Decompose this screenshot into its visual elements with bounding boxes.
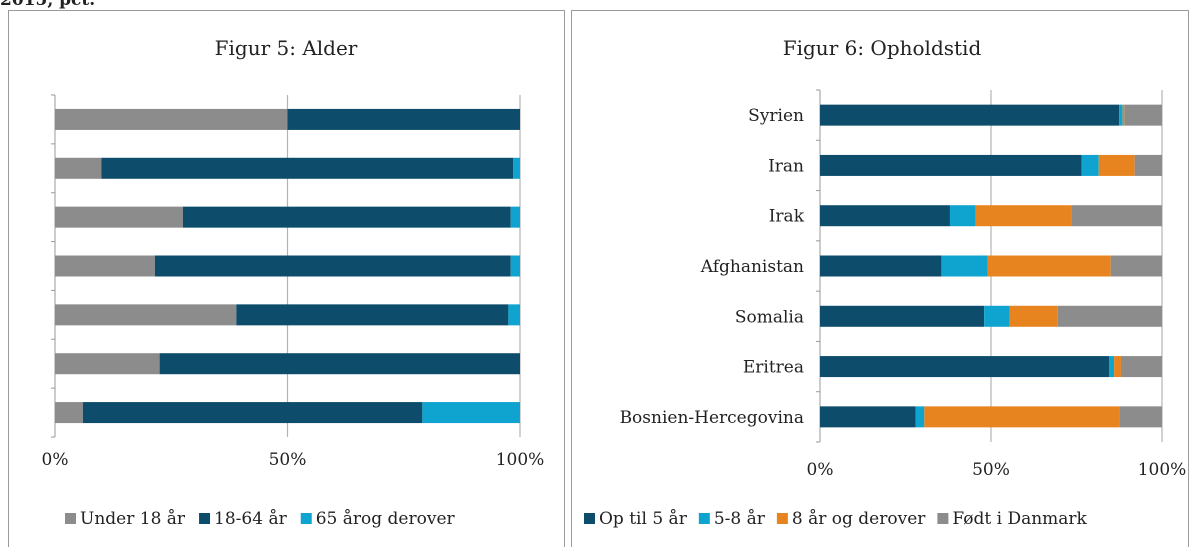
bar-segment bbox=[820, 305, 985, 327]
category-label: Afghanistan bbox=[700, 257, 804, 277]
bar-segment bbox=[287, 108, 520, 130]
legend-label: Op til 5 år bbox=[599, 509, 688, 529]
x-tick-label: 0% bbox=[42, 450, 69, 470]
legend-swatch bbox=[698, 513, 710, 524]
chart-age: Figur 5: Alder 0% 50% 100% Under 18 år 18-64 … bbox=[42, 36, 545, 529]
bar-segment bbox=[1122, 104, 1125, 126]
bar-segment bbox=[508, 304, 520, 326]
legend-swatch bbox=[65, 513, 76, 524]
chart-title: Figur 6: Opholdstid bbox=[783, 36, 982, 60]
bar-segment bbox=[1098, 154, 1135, 176]
x-tick-label: 50% bbox=[972, 460, 1010, 480]
legend-swatch bbox=[199, 513, 211, 524]
x-tick-label: 100% bbox=[496, 450, 545, 470]
chart-panel-age: Figur 5: Alder 0% 50% 100% Under 18 år 18-64 … bbox=[8, 10, 565, 547]
bar-segment bbox=[1110, 255, 1162, 277]
bar-segment bbox=[924, 406, 1120, 428]
bar-segment bbox=[1120, 356, 1162, 378]
bar-segment bbox=[513, 157, 520, 179]
category-label: Syrien bbox=[748, 106, 804, 126]
legend-swatch bbox=[776, 513, 788, 524]
bar-segment bbox=[1134, 154, 1162, 176]
legend-label: Under 18 år bbox=[80, 509, 186, 529]
bar-segment bbox=[820, 356, 1109, 378]
category-label: Iran bbox=[768, 156, 804, 176]
bar-segment bbox=[975, 205, 1072, 227]
bar-segment bbox=[1009, 305, 1058, 327]
bar-segment bbox=[820, 406, 916, 428]
bar-segment bbox=[55, 157, 102, 179]
bar-segment bbox=[55, 353, 160, 375]
bar-segment bbox=[984, 305, 1010, 327]
page-header-fragment: 2015, pct. bbox=[0, 0, 96, 10]
bar-segment bbox=[820, 154, 1082, 176]
bar-segment bbox=[101, 157, 514, 179]
bar-segment bbox=[915, 406, 925, 428]
bar-segment bbox=[236, 304, 509, 326]
bar-segment bbox=[1108, 356, 1115, 378]
category-label: Irak bbox=[769, 207, 805, 227]
bar-segment bbox=[55, 402, 83, 424]
category-label: Bosnien-Hercegovina bbox=[620, 408, 804, 428]
bar-segment bbox=[820, 104, 1120, 126]
bar-segment bbox=[1081, 154, 1099, 176]
bar-segment bbox=[510, 255, 520, 277]
bar-segment bbox=[82, 402, 423, 424]
bar-segment bbox=[55, 108, 288, 130]
x-tick-label: 100% bbox=[1138, 460, 1187, 480]
bar-segment bbox=[55, 255, 155, 277]
category-label: Eritrea bbox=[743, 358, 804, 378]
legend-swatch bbox=[300, 513, 312, 524]
legend-label: 18-64 år bbox=[214, 509, 288, 529]
bar-segment bbox=[182, 206, 511, 228]
bar-segment bbox=[1071, 205, 1162, 227]
bar-segment bbox=[949, 205, 976, 227]
bar-segment bbox=[154, 255, 511, 277]
bar-segment bbox=[941, 255, 988, 277]
bar-segment bbox=[1119, 406, 1162, 428]
bar-segment bbox=[55, 206, 183, 228]
category-label: Somalia bbox=[735, 307, 804, 327]
bar-segment bbox=[1057, 305, 1162, 327]
bar-segment bbox=[1114, 356, 1121, 378]
bar-segment bbox=[422, 402, 520, 424]
legend-label: 8 år og derover bbox=[792, 509, 926, 529]
bar-segment bbox=[510, 206, 520, 228]
chart-residence: Figur 6: OpholdstidSyrienIranIrakAfghani… bbox=[584, 36, 1187, 529]
bar-segment bbox=[1124, 104, 1162, 126]
bar-segment bbox=[55, 304, 237, 326]
bar-segment bbox=[159, 353, 520, 375]
legend-label: 5-8 år bbox=[714, 509, 766, 529]
x-tick-label: 0% bbox=[807, 460, 834, 480]
bar-segment bbox=[987, 255, 1111, 277]
bar-segment bbox=[820, 255, 942, 277]
bar-segment bbox=[820, 205, 950, 227]
chart-title: Figur 5: Alder bbox=[215, 36, 358, 60]
legend-swatch bbox=[937, 513, 949, 524]
legend-label: Født i Danmark bbox=[952, 509, 1087, 529]
legend-label: 65 årog derover bbox=[316, 509, 456, 529]
legend-swatch bbox=[584, 513, 595, 524]
x-tick-label: 50% bbox=[269, 450, 307, 470]
bar-segment bbox=[1119, 104, 1123, 126]
